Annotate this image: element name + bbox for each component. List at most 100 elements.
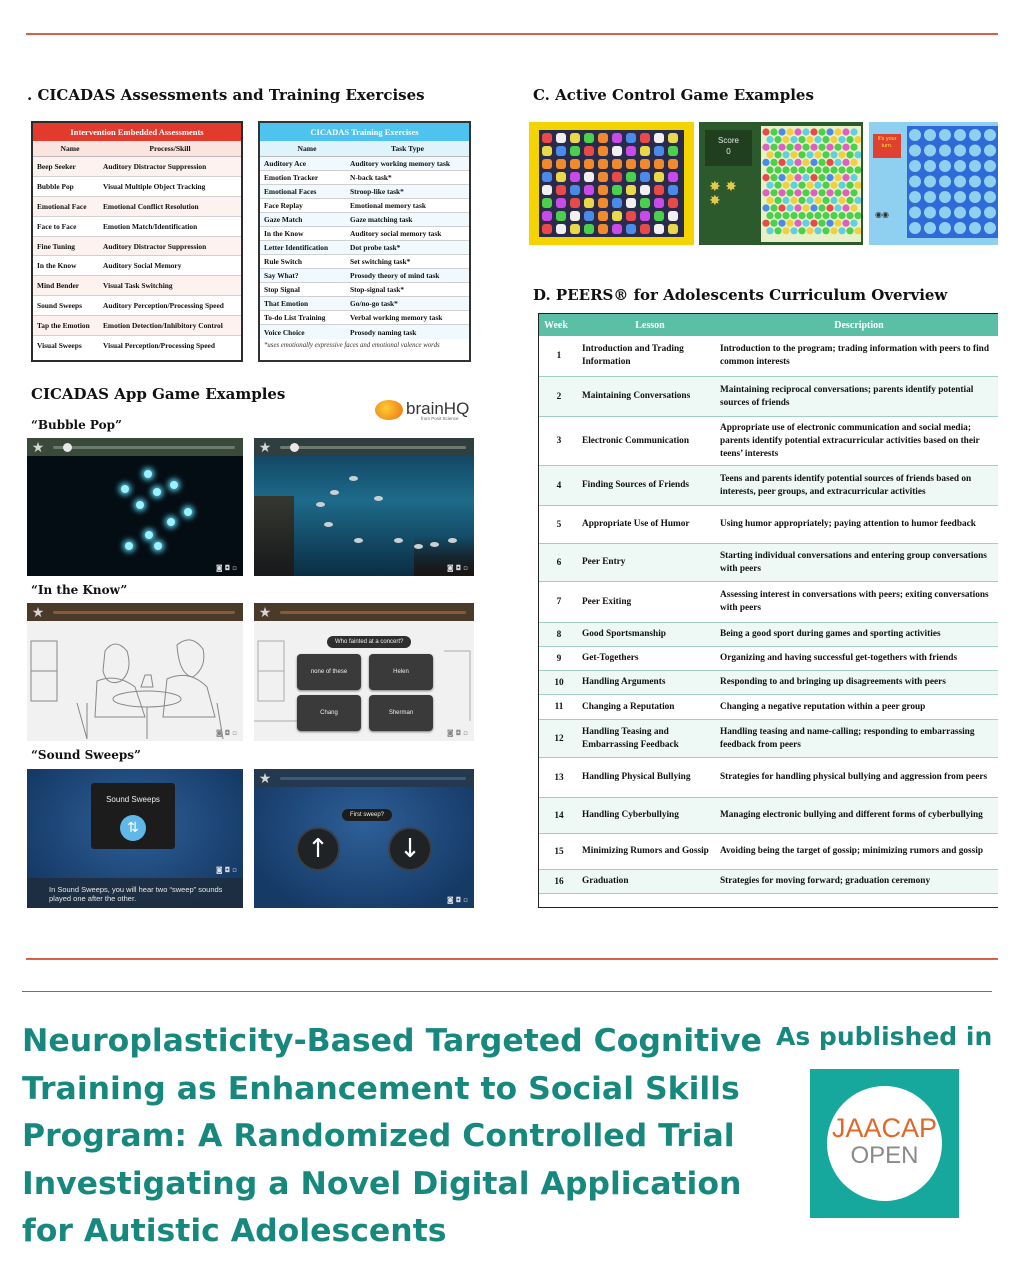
table-row: Fine Tuning Auditory Distractor Suppressi… bbox=[33, 236, 241, 257]
panel-c-title: C. Active Control Game Examples bbox=[533, 86, 814, 104]
game-progress-bar bbox=[254, 603, 474, 621]
answer-choice-button[interactable]: Helen bbox=[369, 654, 433, 690]
panel-d-title: D. PEERS® for Adolescents Curriculum Ove… bbox=[533, 286, 948, 304]
table-cell-name: Rule Switch bbox=[264, 257, 302, 266]
game-control-icons: ◙◘▫ bbox=[446, 896, 470, 904]
table-cell-name: Stop Signal bbox=[264, 285, 300, 294]
table-cell-lesson: Peer Exiting bbox=[582, 596, 632, 607]
table-cell-description: Managing electronic bullying and differe… bbox=[720, 810, 983, 820]
table-cell-lesson: Appropriate Use of Humor bbox=[582, 519, 690, 529]
table-cell-week: 1 bbox=[556, 351, 562, 361]
column-header-process: Process/Skill bbox=[149, 144, 191, 153]
table-cell-value: Set switching task* bbox=[350, 257, 411, 266]
table-cell-description: Being a good sport during games and spor… bbox=[720, 629, 941, 639]
table-row: Say What? Prosody theory of mind task bbox=[260, 269, 469, 283]
table-cell-name: Say What? bbox=[264, 271, 299, 280]
sound-wave-icon: ⇅ bbox=[120, 815, 146, 841]
gem-match-game-screenshot bbox=[529, 122, 694, 245]
down-arrow-button[interactable]: ↓ bbox=[388, 827, 432, 871]
connect-four-board bbox=[909, 129, 996, 234]
game-label-sound-sweeps: “Sound Sweeps” bbox=[31, 748, 141, 762]
table-cell-description: Changing a negative reputation within a … bbox=[720, 701, 926, 712]
table-cell-value: Dot probe task* bbox=[350, 243, 401, 252]
star-badge-icon: ★ bbox=[31, 605, 45, 621]
answer-choice-button[interactable]: Sherman bbox=[369, 695, 433, 731]
table-cell-value: Auditory social memory task bbox=[350, 229, 442, 238]
game-control-icons: ◙◘▫ bbox=[446, 564, 470, 572]
table-cell-value: Auditory working memory task bbox=[350, 159, 450, 168]
column-header-name: Name bbox=[297, 144, 317, 153]
column-header-description: Description bbox=[834, 319, 884, 331]
answer-choice-button[interactable]: none of these bbox=[297, 654, 361, 690]
star-badge-icon: ★ bbox=[258, 771, 272, 787]
brain-icon bbox=[375, 400, 403, 420]
table-row: Rule Switch Set switching task* bbox=[260, 255, 469, 269]
table-cell-name: Sound Sweeps bbox=[37, 301, 82, 311]
table-cell-week: 13 bbox=[554, 772, 564, 783]
table-cell-name: Emotional Faces bbox=[264, 187, 317, 196]
connect-four-game-screenshot: It's your turn. ◉◉ bbox=[869, 122, 998, 245]
training-table: CICADAS Training Exercises Name Task Typ… bbox=[258, 121, 471, 362]
table-cell-value: Auditory Distractor Suppression bbox=[103, 241, 207, 251]
brainhq-logo: brainHQ from Posit Science bbox=[375, 399, 475, 421]
score-label: Score bbox=[718, 136, 739, 145]
column-header-task: Task Type bbox=[391, 144, 424, 153]
table-cell-description: Strategies for moving forward; graduatio… bbox=[720, 876, 931, 886]
up-arrow-button[interactable]: ↑ bbox=[296, 827, 340, 871]
game-progress-bar bbox=[254, 769, 474, 787]
table-cell-value: Emotion Match/Identification bbox=[103, 221, 198, 231]
game-control-icons: ◙◘▫ bbox=[215, 729, 239, 737]
in-the-know-screenshot-2: ★ Who fainted at a concert? none of thes… bbox=[254, 603, 474, 741]
column-header-week: Week bbox=[544, 319, 568, 331]
table-cell-week: 8 bbox=[556, 629, 562, 640]
game-control-icons: ◙◘▫ bbox=[215, 564, 239, 572]
bubble-pop-screenshot-2: ★ ◙◘▫ bbox=[254, 438, 474, 576]
table-cell-name: Fine Tuning bbox=[37, 241, 76, 251]
column-header-name: Name bbox=[60, 144, 80, 153]
cafe-sketch-illustration bbox=[30, 639, 224, 740]
table-cell-name: Voice Choice bbox=[264, 327, 305, 337]
table-cell-name: Bubble Pop bbox=[37, 181, 74, 191]
training-table-header: CICADAS Training Exercises bbox=[260, 123, 469, 141]
table-cell-lesson: Handling Arguments bbox=[582, 677, 666, 687]
table-cell-value: Visual Task Switching bbox=[103, 281, 173, 291]
table-cell-lesson: Peer Entry bbox=[582, 557, 626, 567]
question-bubble: First sweep? bbox=[342, 809, 393, 821]
table-cell-lesson: Get-Togethers bbox=[582, 653, 639, 663]
game-progress-bar bbox=[254, 438, 474, 456]
table-cell-week: 11 bbox=[554, 702, 564, 712]
star-badge-icon: ★ bbox=[258, 605, 272, 621]
table-cell-name: To-do List Training bbox=[264, 313, 326, 322]
table-cell-week: 12 bbox=[554, 733, 564, 744]
journal-logo-line2: OPEN bbox=[850, 1142, 919, 1169]
table-cell-week: 4 bbox=[556, 480, 562, 491]
table-cell-description: Organizing and having successful get-tog… bbox=[720, 653, 958, 663]
star-badge-icon: ★ bbox=[258, 440, 272, 456]
gem-grid bbox=[542, 133, 678, 234]
table-cell-value: Prosody theory of mind task bbox=[350, 271, 440, 280]
table-cell-name: Letter Identification bbox=[264, 243, 329, 252]
answer-choice-button[interactable]: Chang bbox=[297, 695, 361, 731]
table-cell-name: Emotion Tracker bbox=[264, 173, 319, 182]
table-cell-value: Visual Perception/Processing Speed bbox=[103, 341, 215, 351]
table-cell-description: Maintaining reciprocal conversations; pa… bbox=[720, 384, 974, 408]
table-cell-lesson: Handling Teasing and Embarrassing Feedba… bbox=[582, 726, 679, 750]
